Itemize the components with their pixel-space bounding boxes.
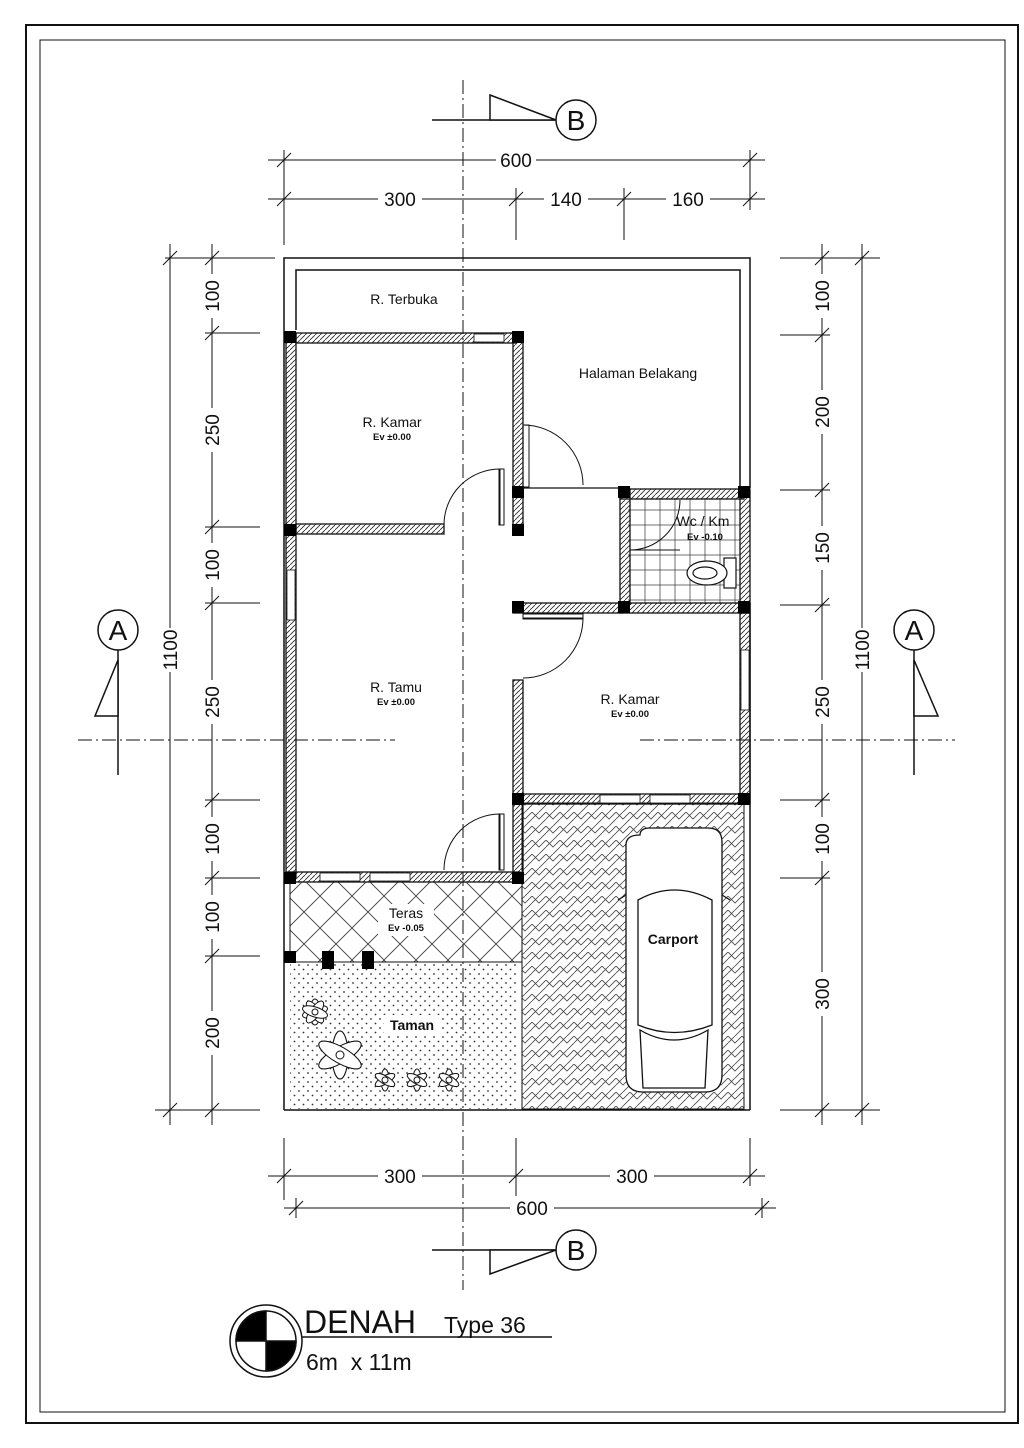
sheet-border-outer	[25, 24, 1019, 1424]
elev-teras: Ev -0.05	[388, 923, 425, 934]
dim-top-total: 600	[500, 151, 532, 172]
label-r-terbuka: R. Terbuka	[370, 291, 438, 307]
lot-outline	[283, 257, 751, 1111]
section-marker-a-right: A	[893, 609, 940, 775]
section-b-top-label: B	[567, 105, 586, 136]
dim-bottom-total: 600	[516, 1199, 548, 1220]
toilet-fixture	[686, 557, 737, 589]
dim-left-total-1: 1100	[161, 630, 182, 671]
columns	[284, 331, 750, 969]
garden-plants	[302, 998, 460, 1092]
wc-tiles	[628, 498, 740, 604]
dim-left-seg-3: 100	[203, 549, 224, 581]
elev-wc-km: Ev -0.10	[687, 532, 723, 543]
section-markers: B B A A	[93, 93, 940, 1276]
section-marker-b-bottom: B	[432, 1229, 597, 1276]
section-marker-b-top: B	[432, 93, 597, 141]
title-block: DENAH Type 36 6m x 11m	[229, 1304, 552, 1378]
dim-top-seg-2: 140	[550, 190, 582, 211]
elev-r-kamar-2: Ev ±0.00	[611, 709, 649, 720]
section-a-right-label: A	[905, 615, 924, 646]
label-teras: Teras	[389, 905, 423, 921]
dim-right-seg-4: 250	[813, 686, 834, 718]
dim-right-seg-6: 300	[813, 978, 834, 1010]
title-type: Type 36	[444, 1312, 526, 1338]
sheet-border-inner	[39, 39, 1006, 1413]
elev-r-kamar-1: Ev ±0.00	[373, 432, 411, 443]
title-size: 6m x 11m	[306, 1349, 412, 1375]
dimension-labels: 600 300 140 160 300 300 600 100 250 100 250…	[158, 148, 874, 1220]
door-swings	[443, 424, 681, 871]
dim-top-seg-3: 160	[672, 190, 704, 211]
label-r-kamar-2: R. Kamar	[600, 691, 659, 707]
label-halaman-belakang: Halaman Belakang	[579, 365, 697, 381]
label-wc-km: Wc / Km	[677, 513, 730, 529]
label-taman: Taman	[390, 1017, 434, 1033]
dim-left-seg-4: 250	[203, 686, 224, 718]
car-outline	[617, 827, 731, 1093]
dim-right-total-1: 1100	[853, 630, 874, 671]
dim-bottom-seg-1: 300	[384, 1167, 416, 1188]
north-symbol-icon	[229, 1304, 303, 1378]
label-r-kamar-1: R. Kamar	[362, 414, 421, 430]
windows	[286, 333, 750, 882]
dim-left-seg-6: 100	[203, 901, 224, 933]
dim-left-seg-7: 200	[203, 1017, 224, 1049]
label-carport: Carport	[648, 931, 699, 947]
section-marker-a-left: A	[93, 609, 139, 775]
dim-right-seg-5: 100	[813, 823, 834, 855]
dim-left-seg-5: 100	[203, 823, 224, 855]
section-b-bottom-label: B	[567, 1235, 586, 1266]
title-denah: DENAH	[304, 1304, 416, 1340]
taman-ground	[290, 962, 516, 1109]
dim-left-seg-2: 250	[203, 414, 224, 446]
dim-right-seg-2: 200	[813, 396, 834, 428]
dim-left-seg-1: 100	[203, 280, 224, 312]
dim-right-seg-1: 100	[813, 280, 834, 312]
dim-right-seg-3: 150	[813, 532, 834, 564]
dim-bottom-seg-2: 300	[616, 1167, 648, 1188]
elev-r-tamu: Ev ±0.00	[377, 697, 415, 708]
room-labels: R. Terbuka Halaman Belakang R. Kamar Ev …	[362, 291, 729, 1035]
label-r-tamu: R. Tamu	[370, 679, 422, 695]
section-a-left-label: A	[109, 615, 128, 646]
dim-top-seg-1: 300	[384, 190, 416, 211]
